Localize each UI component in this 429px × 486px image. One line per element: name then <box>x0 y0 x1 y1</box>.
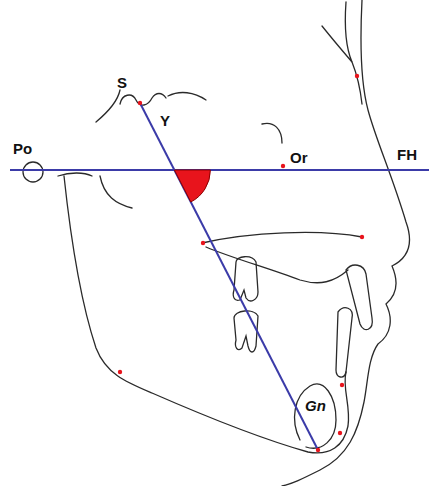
landmark-dot <box>201 241 205 245</box>
pterygoid-contour <box>100 176 132 208</box>
y-axis-line <box>140 103 318 450</box>
upper-incisor <box>346 265 372 330</box>
landmark-dot <box>355 74 359 78</box>
palatal-plane <box>202 232 362 243</box>
lower-molar <box>234 311 258 352</box>
landmark-dot <box>360 235 364 239</box>
y-axis-angle <box>174 170 210 202</box>
landmark-label: S <box>116 74 128 91</box>
sella-turcica <box>120 94 166 106</box>
frontal-bone <box>322 2 352 62</box>
orbit-contour <box>262 123 282 143</box>
soft-tissue-profile <box>282 0 410 486</box>
landmark-label: Gn <box>304 397 327 414</box>
ear-contour <box>58 173 92 176</box>
mandible-outline <box>64 176 349 453</box>
nasal-bone <box>352 62 362 104</box>
landmark-dot <box>338 431 342 435</box>
frankfort-horizontal <box>10 169 429 171</box>
lower-incisor <box>336 308 352 377</box>
cranial-base <box>96 90 120 122</box>
landmark-dot <box>118 370 122 374</box>
landmark-dot <box>316 448 320 452</box>
landmark-dots <box>118 74 364 452</box>
landmark-label: Y <box>159 112 171 129</box>
porion-ring <box>23 162 43 182</box>
anterior-cranial-base <box>168 93 206 100</box>
upper-molar <box>233 257 258 301</box>
landmark-dot <box>138 101 142 105</box>
landmark-label: Or <box>289 149 309 166</box>
landmark-dot <box>340 383 344 387</box>
maxilla-outline <box>206 247 348 283</box>
landmark-dot <box>281 164 285 168</box>
landmark-label: FH <box>396 146 418 163</box>
landmark-label: Po <box>12 140 33 157</box>
